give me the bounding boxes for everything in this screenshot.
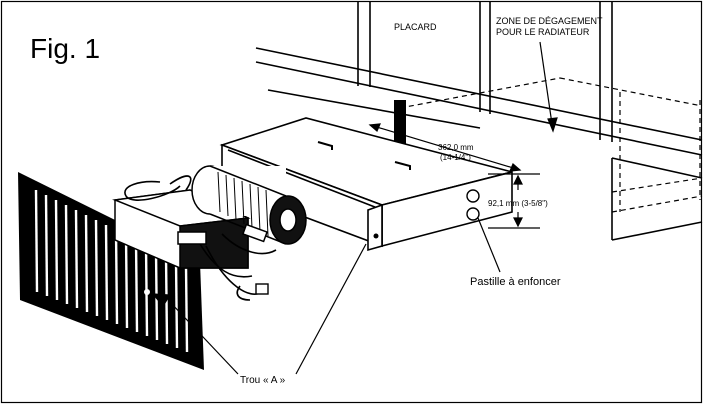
knockout-circle-bottom (466, 207, 480, 221)
wall-stud (394, 100, 406, 154)
knockout-leader (477, 217, 501, 273)
clearance-zone-arrow (539, 41, 558, 133)
depth-dimension (368, 123, 522, 172)
cabinet-label: PLACARD (394, 22, 437, 32)
cabinet-structure (255, 1, 703, 241)
grille-hole (144, 289, 150, 295)
knockout-label: Pastille à enfoncer (470, 276, 561, 288)
clearance-zone-label-line1: ZONE DE DÉGAGEMENT (496, 16, 603, 26)
hole-a-leaders (151, 243, 367, 375)
wire-connector (255, 283, 269, 295)
height-dimension (488, 173, 540, 229)
grille (18, 172, 204, 370)
wiring (124, 175, 277, 301)
hole-a-marker (373, 233, 379, 239)
depth-dimension-mm: 362,0 mm (438, 143, 474, 152)
knockout-circle-top (466, 189, 480, 203)
depth-dimension-in: (14-1/4") (440, 153, 471, 162)
hole-a-label: Trou « A » (240, 375, 286, 386)
clearance-zone-label-line2: POUR LE RADIATEUR (496, 27, 590, 37)
heater-motor-assembly (112, 165, 307, 269)
housing-tabs (317, 141, 411, 170)
height-dimension-label: 92,1 mm (3-5/8") (488, 199, 548, 208)
figure-title: Fig. 1 (30, 33, 100, 64)
clearance-zone (399, 77, 703, 213)
